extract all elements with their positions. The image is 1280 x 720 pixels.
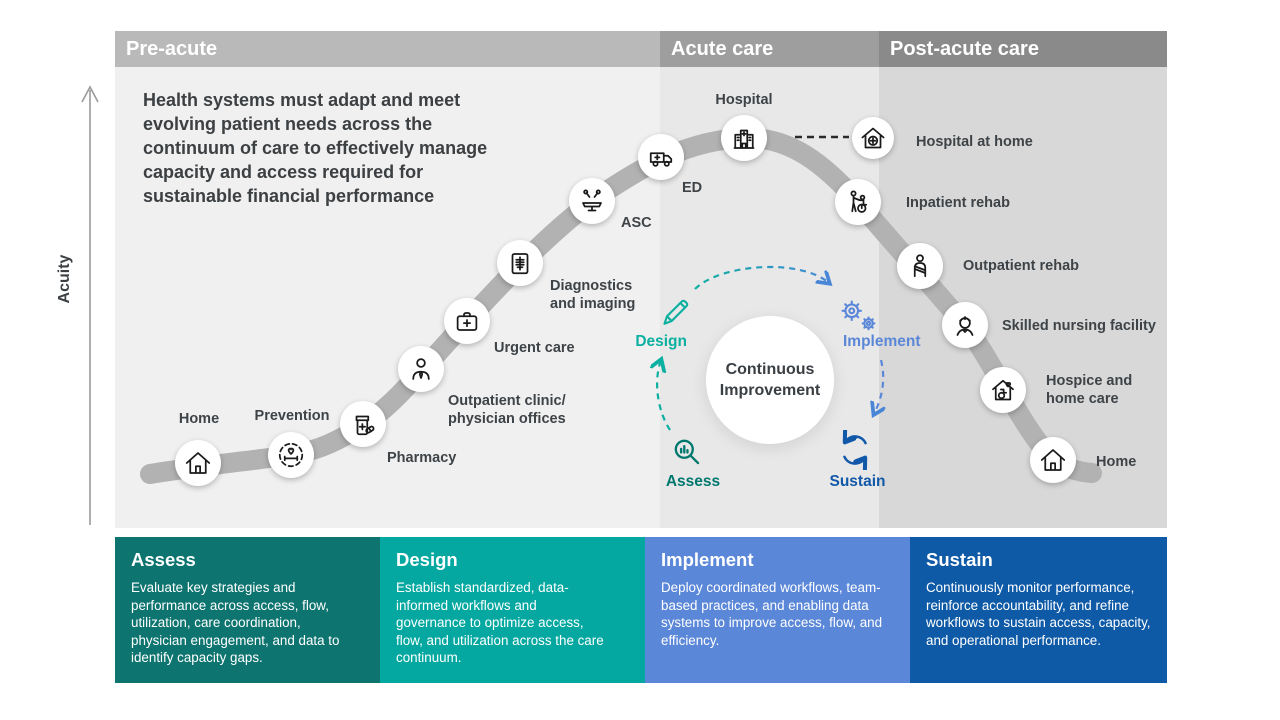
house-cross-icon bbox=[861, 127, 885, 149]
continuous-improvement-circle: Continuous Improvement bbox=[706, 316, 834, 444]
node-outpatient-clinic bbox=[398, 346, 444, 392]
phase-card-sustain: Sustain Continuously monitor performance… bbox=[910, 537, 1167, 683]
node-label-home-postacute: Home bbox=[1096, 454, 1137, 470]
cycle-step-sustain: Sustain bbox=[829, 473, 886, 490]
hospital-building-icon bbox=[733, 129, 755, 149]
sync-arrows-icon bbox=[836, 430, 874, 475]
phase-card-assess: Assess Evaluate key strategies and perfo… bbox=[115, 537, 380, 683]
ambulance-icon bbox=[649, 152, 673, 167]
phase-title-sustain: Sustain bbox=[926, 549, 993, 570]
node-label-ed: ED bbox=[682, 180, 703, 196]
operating-table-icon bbox=[582, 189, 602, 212]
node-label-home-preacute: Home bbox=[178, 411, 220, 427]
node-asc bbox=[569, 178, 615, 224]
node-skilled-nursing bbox=[942, 302, 988, 348]
phase-description-sustain: Continuously monitor performance, reinfo… bbox=[926, 580, 1151, 648]
node-prevention bbox=[268, 432, 314, 478]
node-hospital-at-home bbox=[852, 117, 894, 159]
house-icon bbox=[1040, 449, 1066, 471]
phase-card-implement: Implement Deploy coordinated workflows, … bbox=[645, 537, 910, 683]
node-pharmacy bbox=[340, 401, 386, 447]
continuous-improvement-label: Continuous Improvement bbox=[719, 361, 821, 399]
magnifier-chart-icon bbox=[670, 435, 706, 476]
wheelchair-assist-icon bbox=[850, 190, 868, 213]
node-diagnostics-imaging bbox=[497, 240, 543, 286]
hospice-house-icon bbox=[992, 379, 1014, 401]
node-hospital bbox=[721, 115, 767, 161]
node-outpatient-rehab bbox=[897, 243, 943, 289]
node-home-preacute bbox=[175, 440, 221, 486]
phase-description-design: Establish standardized, data-informed wo… bbox=[396, 580, 604, 665]
cycle-step-design: Design bbox=[635, 333, 687, 350]
node-label-prevention: Prevention bbox=[254, 408, 330, 424]
house-icon bbox=[185, 452, 211, 474]
node-label-urgent-care: Urgent care bbox=[494, 340, 575, 356]
arm-sling-icon bbox=[913, 254, 927, 278]
phase-title-assess: Assess bbox=[131, 549, 196, 570]
phase-description-implement: Deploy coordinated workflows, team-based… bbox=[661, 580, 883, 648]
pencil-icon bbox=[656, 293, 692, 334]
node-label-skilled-nursing: Skilled nursing facility bbox=[1002, 318, 1156, 334]
node-label-outpatient-clinic: Outpatient clinic/ physician offices bbox=[448, 393, 566, 427]
node-hospice-home-care bbox=[980, 367, 1026, 413]
node-label-diagnostics: Diagnostics and imaging bbox=[550, 278, 636, 312]
phase-title-design: Design bbox=[396, 549, 458, 570]
node-ed bbox=[638, 134, 684, 180]
gears-icon bbox=[836, 296, 878, 339]
pill-bottle-icon bbox=[355, 415, 375, 436]
acuity-axis-label: Acuity bbox=[56, 254, 73, 304]
section-header-acute-care: Acute care bbox=[660, 31, 879, 67]
node-label-asc: ASC bbox=[621, 215, 652, 231]
node-label-pharmacy: Pharmacy bbox=[387, 450, 457, 466]
acuity-axis bbox=[81, 85, 99, 525]
node-home-postacute bbox=[1030, 437, 1076, 483]
prevention-icon bbox=[278, 442, 304, 468]
cycle-step-implement: Implement bbox=[843, 333, 921, 350]
node-inpatient-rehab bbox=[835, 179, 881, 225]
node-label-outpatient-rehab: Outpatient rehab bbox=[963, 258, 1080, 274]
doctor-icon bbox=[412, 358, 430, 380]
node-label-hospital: Hospital bbox=[715, 92, 773, 108]
section-header-pre-acute: Pre-acute bbox=[115, 31, 660, 67]
nurse-icon bbox=[956, 316, 974, 336]
intro-text: Health systems must adapt and meet evolv… bbox=[143, 90, 488, 206]
node-urgent-care bbox=[444, 298, 490, 344]
node-label-inpatient-rehab: Inpatient rehab bbox=[906, 195, 1010, 211]
phase-title-implement: Implement bbox=[661, 549, 754, 570]
cycle-step-assess: Assess bbox=[665, 473, 721, 490]
first-aid-bag-icon bbox=[456, 312, 478, 331]
node-label-hospital-at-home: Hospital at home bbox=[916, 134, 1033, 150]
node-label-hospice: Hospice and home care bbox=[1046, 373, 1133, 407]
section-header-post-acute-care: Post-acute care bbox=[879, 31, 1167, 67]
xray-icon bbox=[511, 253, 529, 275]
phase-card-design: Design Establish standardized, data-info… bbox=[380, 537, 645, 683]
phase-description-assess: Evaluate key strategies and performance … bbox=[131, 580, 340, 665]
